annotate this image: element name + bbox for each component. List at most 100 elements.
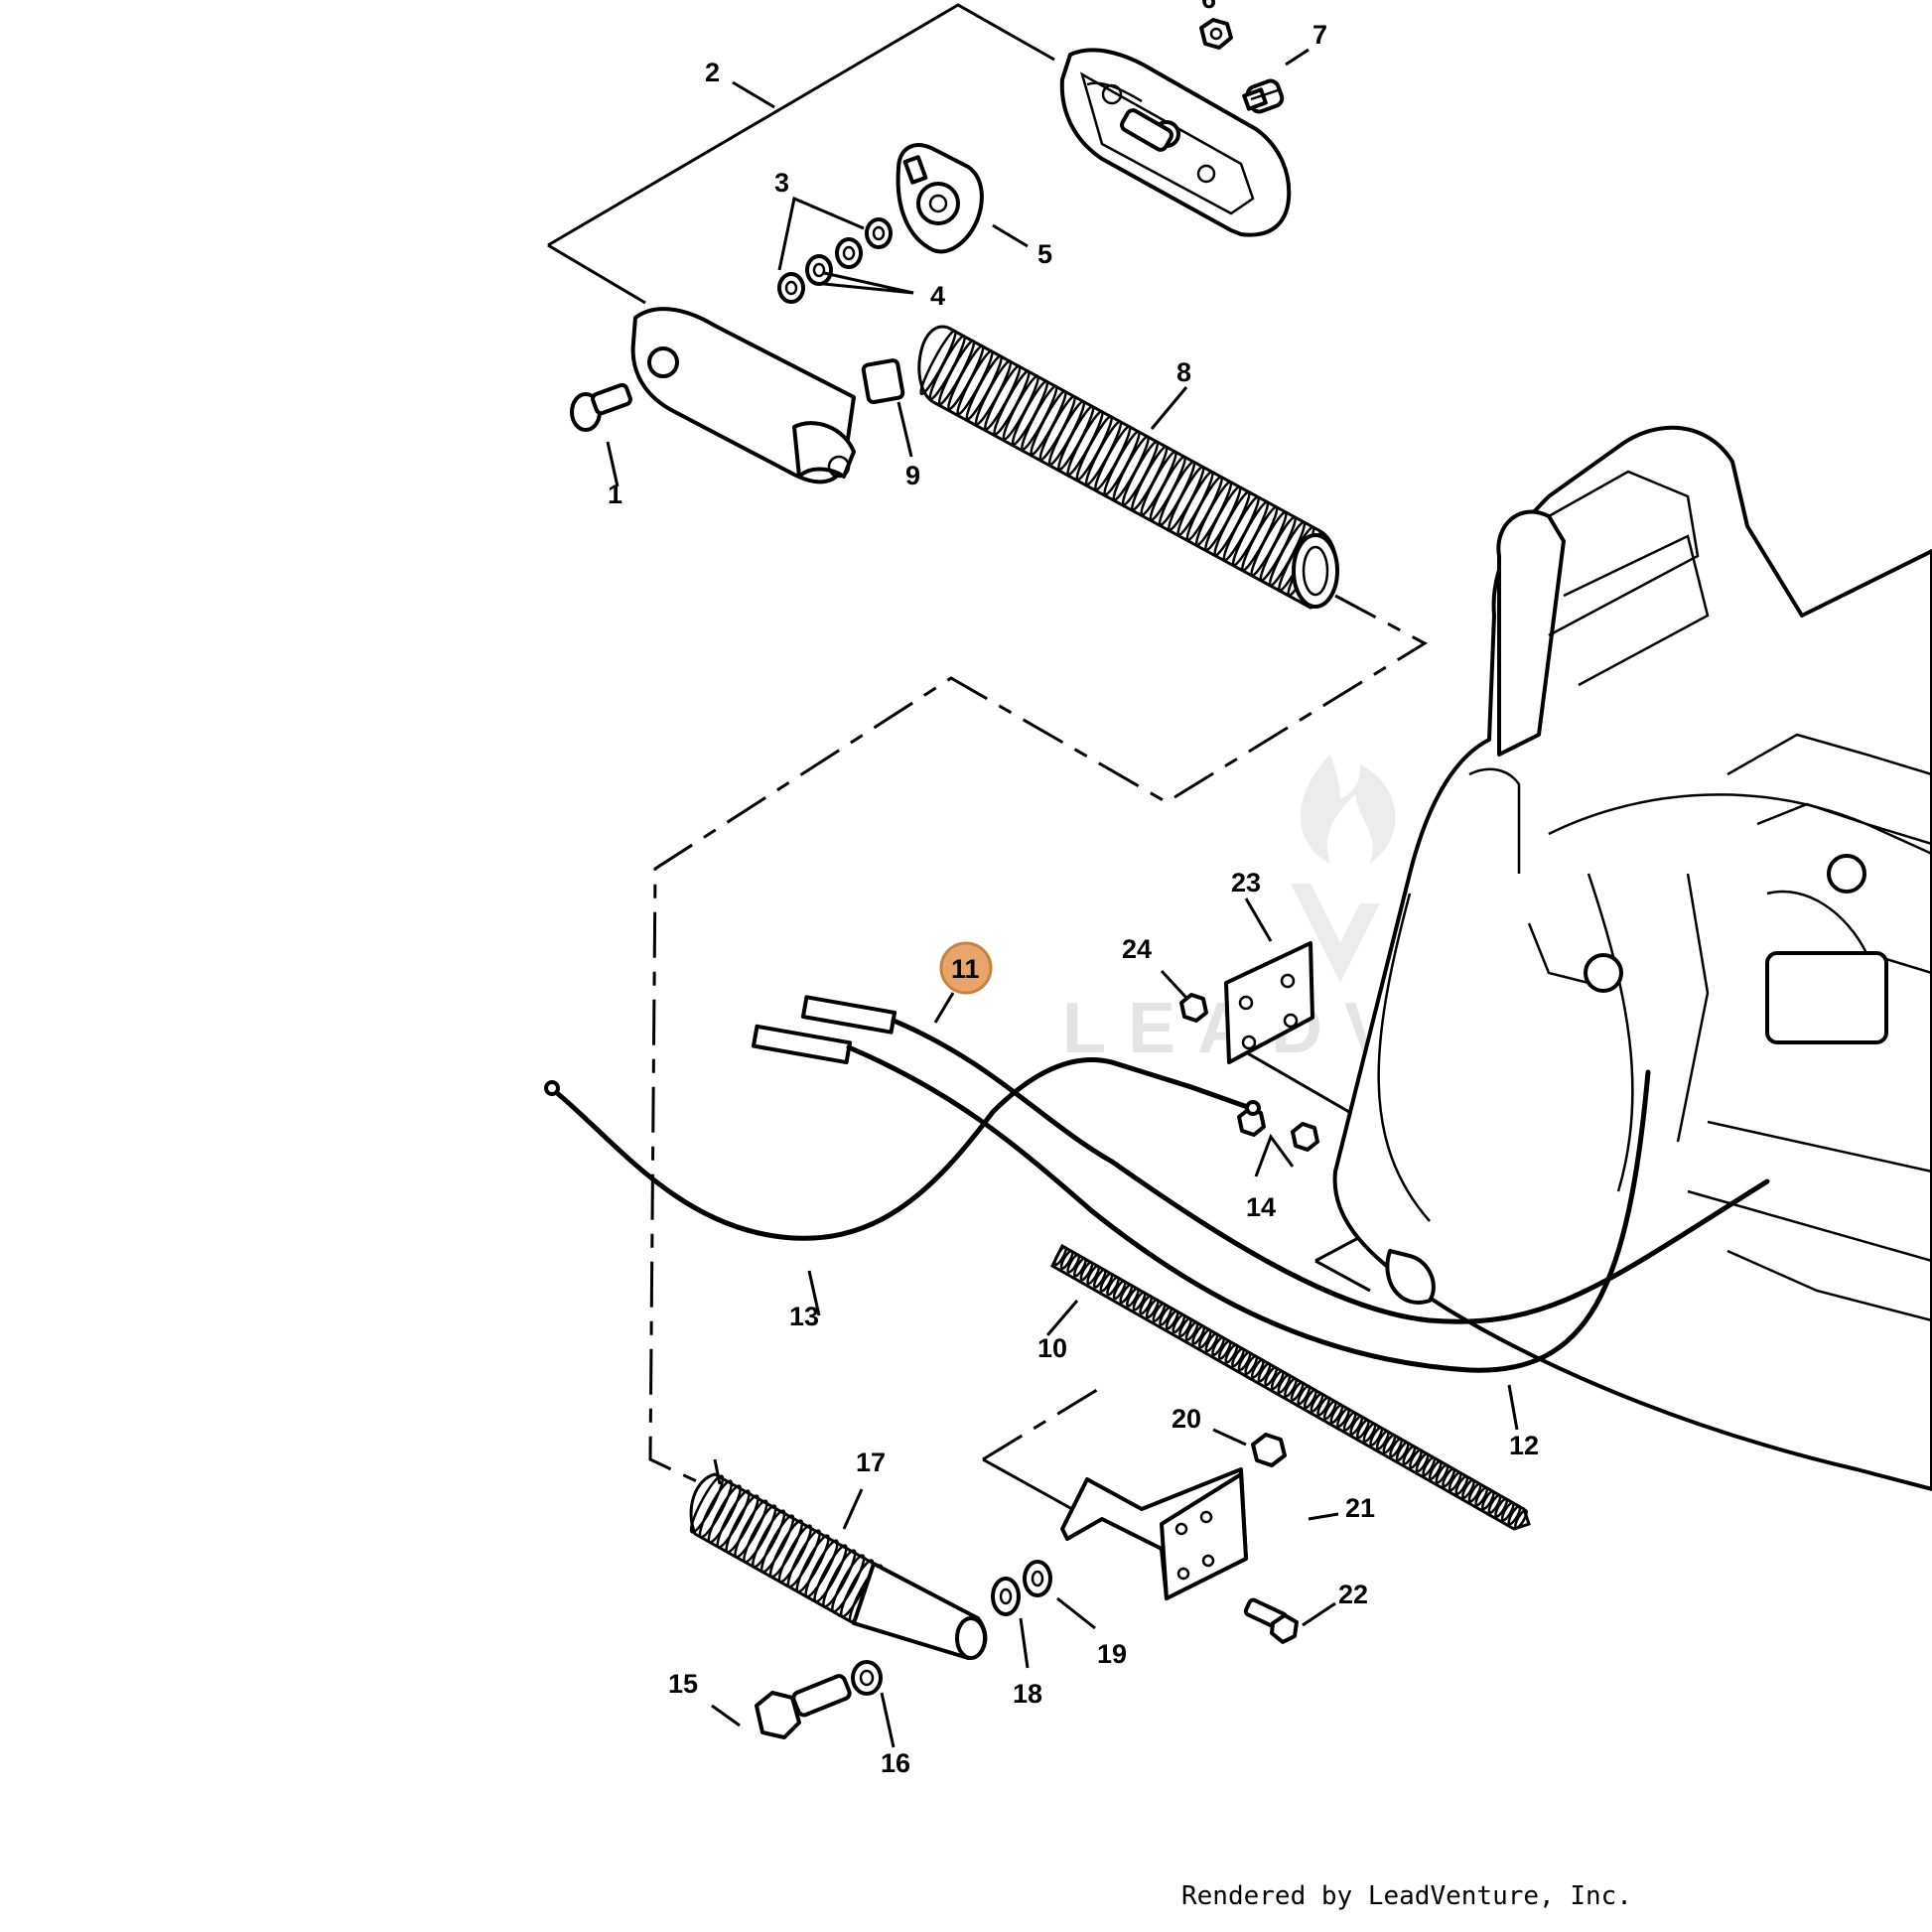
part-1-screw (570, 382, 632, 432)
spring-rings-ring (1126, 1287, 1140, 1308)
coupling-rings-ring (777, 1524, 813, 1584)
spring-rings-ring (1480, 1490, 1495, 1511)
label-18: 18 (1013, 1679, 1042, 1709)
spring-rings-ring (1297, 1385, 1311, 1406)
spring-rings-ring (1257, 1362, 1272, 1383)
part-20-nut (1251, 1433, 1287, 1467)
spring-rings-ring (1184, 1320, 1199, 1341)
spring-rings-ring (1172, 1313, 1186, 1334)
part-7-screw (1242, 78, 1285, 114)
spring-rings-ring (1342, 1411, 1357, 1432)
spring-rings-ring (1356, 1419, 1370, 1440)
spring-rings-ring (1244, 1354, 1259, 1375)
part-23-plate (1224, 941, 1314, 1064)
label-22: 22 (1338, 1580, 1368, 1609)
spring-rings-ring (1402, 1445, 1417, 1465)
spring-rings-ring (1290, 1381, 1305, 1402)
coupling-rings-ring (707, 1484, 742, 1544)
coupling-rings-ring (804, 1539, 839, 1598)
spring-rings-ring (1389, 1438, 1403, 1458)
part-10-spring (1050, 1243, 1531, 1531)
coupling-rings-ring (752, 1509, 786, 1569)
coupling-rings-ring (734, 1499, 768, 1559)
leader-lines (606, 48, 1519, 1748)
spring-rings-ring (1079, 1261, 1094, 1282)
label-9: 9 (905, 461, 920, 490)
spring-rings-ring (1409, 1449, 1423, 1469)
coupling-rings-ring (698, 1479, 734, 1539)
spring-rings-ring (1474, 1486, 1489, 1507)
label-7: 7 (1312, 20, 1327, 50)
coupling-rings-ring (743, 1504, 777, 1564)
spring-rings-ring (1264, 1366, 1278, 1387)
coupling-rings-ring (768, 1519, 804, 1579)
label-3: 3 (774, 168, 789, 198)
label-1: 1 (608, 480, 622, 509)
highlight-marker (939, 941, 993, 995)
label-20: 20 (1172, 1404, 1201, 1434)
callout-labels: 1 2 3 4 5 6 7 8 9 10 11 12 13 14 15 16 1… (608, 0, 1539, 1778)
spring-rings-ring (1461, 1478, 1475, 1499)
spring-rings-ring (1316, 1396, 1331, 1417)
coupling-rings-ring (689, 1474, 725, 1534)
spring-rings-ring (1165, 1310, 1179, 1330)
spring-rings-ring (1250, 1358, 1265, 1379)
part-3-4-washers (777, 217, 893, 304)
spring-rings-ring (1415, 1452, 1430, 1473)
spring-rings-ring (1277, 1373, 1292, 1394)
spring-rings-ring (1395, 1441, 1410, 1461)
spring-rings-ring (1053, 1245, 1067, 1267)
coupling-rings-ring (759, 1514, 795, 1574)
spring-rings-ring (1073, 1257, 1087, 1278)
part-17-hose (689, 1458, 988, 1660)
spring-rings-ring (1178, 1316, 1192, 1337)
part-18-19-washers (991, 1560, 1052, 1616)
spring-rings-ring (1310, 1392, 1324, 1413)
label-21: 21 (1345, 1493, 1375, 1523)
spring-rings-ring (1382, 1434, 1397, 1454)
part-8-hose (917, 325, 1339, 610)
coupling-rings-ring (831, 1554, 866, 1613)
spring-rings-ring (1514, 1508, 1528, 1530)
coupling-rings-ring (795, 1534, 830, 1593)
assembly-brackets (547, 3, 1465, 1511)
spring-rings-ring (1119, 1283, 1134, 1304)
spring-rings-ring (1092, 1268, 1107, 1289)
label-8: 8 (1176, 357, 1191, 387)
label-17: 17 (856, 1448, 886, 1477)
spring-rings-ring (1435, 1463, 1449, 1484)
spring-rings-ring (1152, 1302, 1167, 1322)
spring-rings-ring (1059, 1249, 1074, 1270)
part-11-12-cables (751, 995, 1770, 1373)
label-10: 10 (1037, 1333, 1067, 1363)
part-1-handle-shell (630, 307, 856, 484)
spring-rings-ring (1159, 1306, 1173, 1326)
part-2-handle-housing (1059, 48, 1292, 237)
spring-rings-ring (1270, 1369, 1285, 1390)
spring-rings-ring (1132, 1291, 1147, 1311)
spring-rings-ring (1197, 1328, 1212, 1349)
coupling-rings-ring (786, 1529, 821, 1588)
spring-rings-ring (1237, 1350, 1252, 1372)
spring-rings-ring (1066, 1253, 1081, 1274)
label-16: 16 (881, 1748, 910, 1778)
spring-rings-ring (1500, 1501, 1515, 1522)
label-4: 4 (930, 281, 945, 311)
coupling-rings-ring (813, 1544, 848, 1603)
label-12: 12 (1509, 1431, 1539, 1460)
spring-rings-ring (1336, 1407, 1350, 1428)
label-19: 19 (1097, 1639, 1127, 1669)
spring-rings-ring (1086, 1264, 1101, 1285)
spring-rings-ring (1284, 1377, 1298, 1398)
spring-rings-ring (1362, 1422, 1377, 1443)
spring-rings-ring (1422, 1455, 1437, 1477)
spring-rings-ring (1375, 1430, 1390, 1450)
label-5: 5 (1037, 239, 1052, 269)
spring-rings-ring (1231, 1347, 1245, 1368)
spring-rings-ring (1467, 1482, 1482, 1503)
coupling-rings-ring (839, 1559, 875, 1618)
label-14: 14 (1246, 1192, 1276, 1222)
label-6: 6 (1201, 0, 1216, 14)
spring-rings-ring (1099, 1272, 1114, 1293)
spring-rings-ring (1507, 1505, 1522, 1526)
